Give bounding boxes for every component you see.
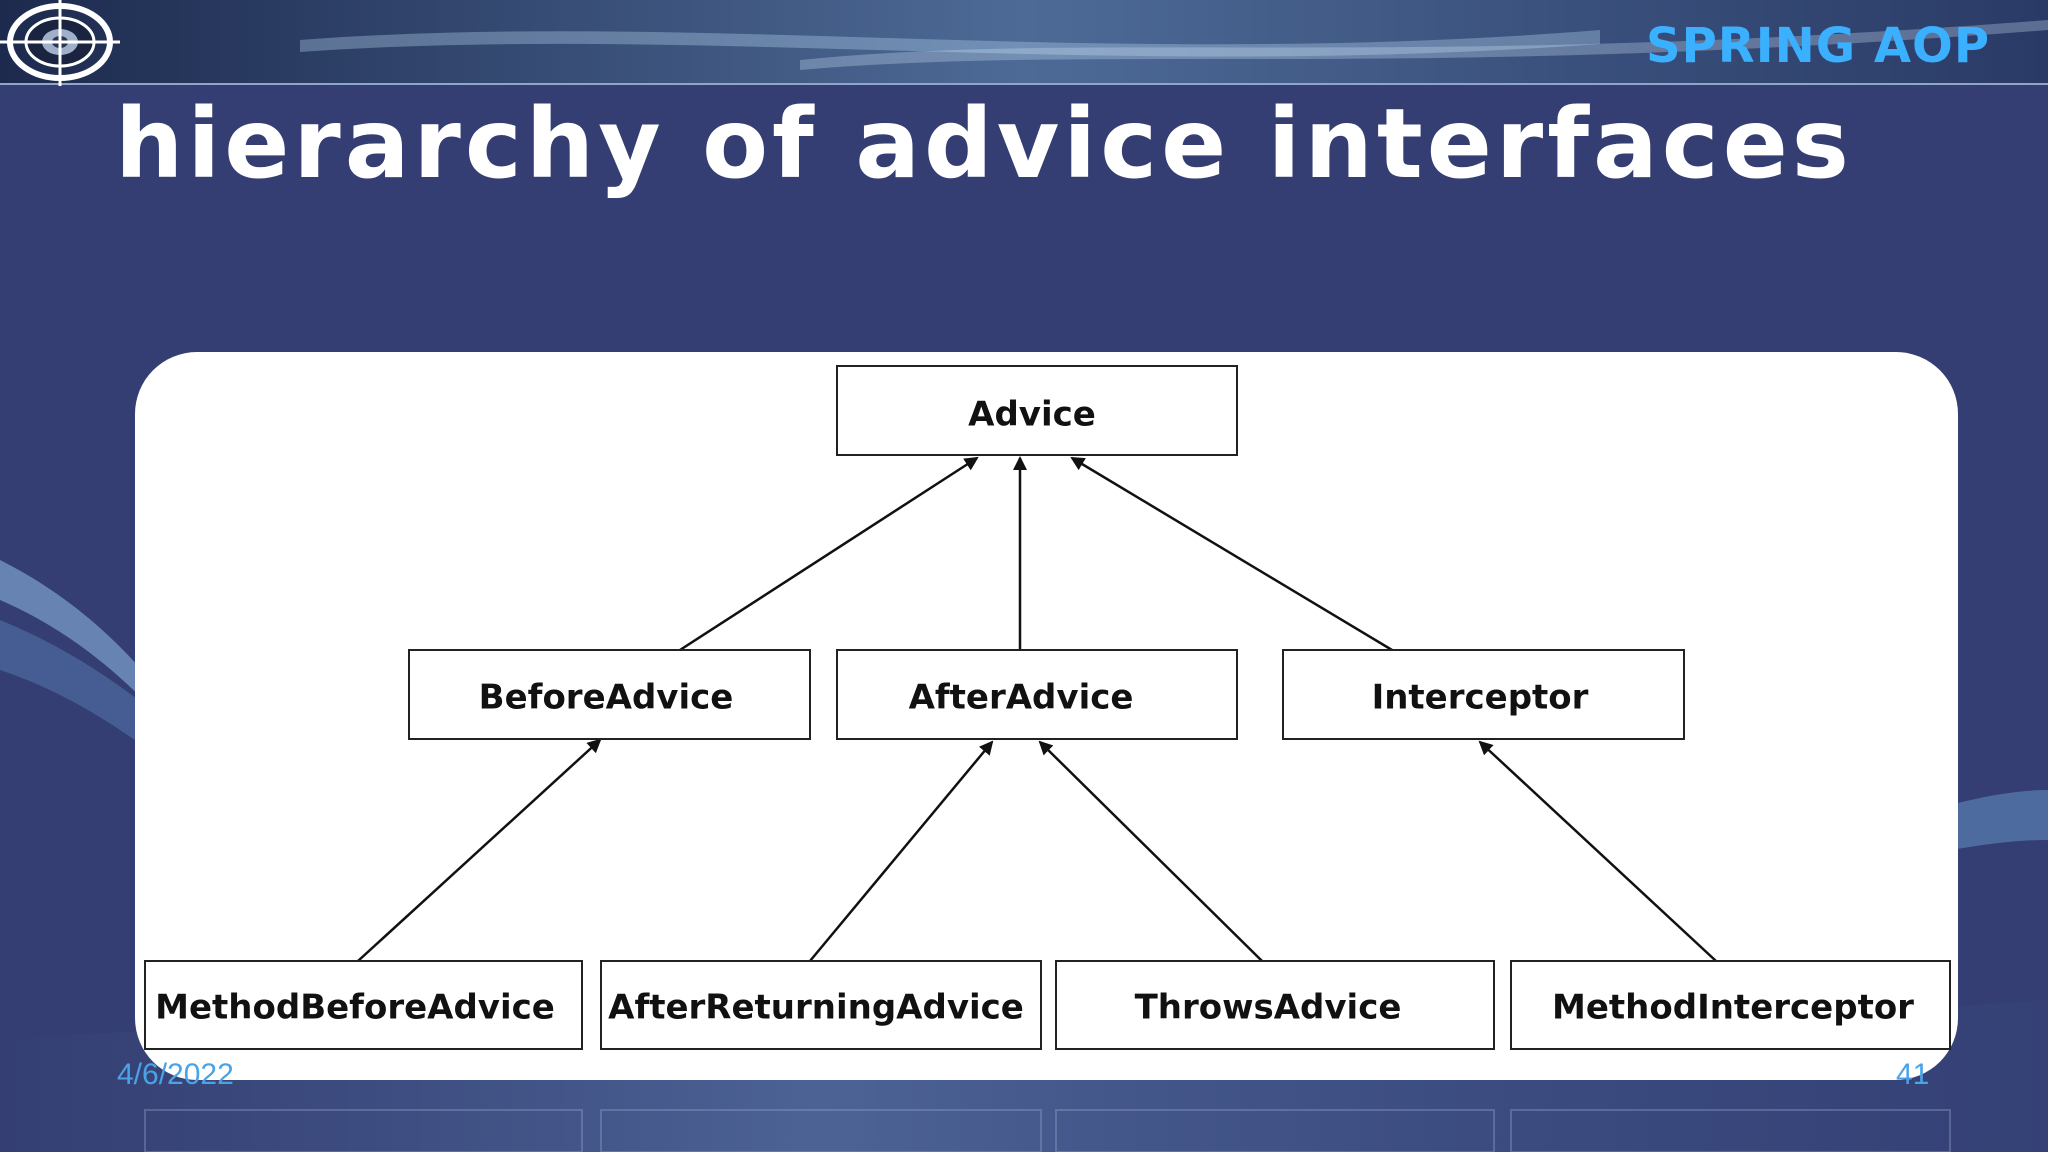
slide-title: hierarchy of advice interfaces: [115, 88, 1853, 200]
brand-title: SPRING AOP: [1646, 18, 1990, 74]
node-before-advice-label: BeforeAdvice: [479, 678, 734, 718]
node-interceptor-label: Interceptor: [1372, 678, 1589, 718]
node-before-advice: BeforeAdvice: [408, 649, 811, 740]
node-method-before-advice-label: MethodBeforeAdvice: [155, 988, 555, 1028]
edge-throws-to-after: [1038, 740, 1263, 962]
node-interceptor: Interceptor: [1282, 649, 1685, 740]
footer-date: 4/6/2022: [117, 1058, 234, 1091]
target-eye-logo-icon: [0, 0, 120, 86]
node-advice: Advice: [836, 365, 1238, 456]
node-advice-label: Advice: [968, 395, 1096, 435]
edge-before-to-advice: [679, 456, 979, 652]
node-method-interceptor-label: MethodInterceptor: [1552, 988, 1914, 1028]
node-after-advice: AfterAdvice: [836, 649, 1238, 740]
edge-afterreturning-to-after: [809, 740, 994, 962]
node-after-returning-advice-label: AfterReturningAdvice: [608, 988, 1024, 1028]
node-method-before-advice: MethodBeforeAdvice: [144, 960, 583, 1050]
node-method-interceptor: MethodInterceptor: [1510, 960, 1951, 1050]
node-throws-advice: ThrowsAdvice: [1055, 960, 1495, 1050]
edge-interceptor-to-advice: [1070, 456, 1393, 652]
edge-methodinterceptor-to-interceptor: [1478, 740, 1717, 962]
node-throws-advice-label: ThrowsAdvice: [1135, 988, 1402, 1028]
footer-page-number: 41: [1896, 1058, 1930, 1091]
node-after-advice-label: AfterAdvice: [909, 678, 1134, 718]
diagram-reflection: [144, 1109, 1951, 1152]
node-after-returning-advice: AfterReturningAdvice: [600, 960, 1042, 1050]
edge-methodbefore-to-before: [357, 738, 602, 962]
